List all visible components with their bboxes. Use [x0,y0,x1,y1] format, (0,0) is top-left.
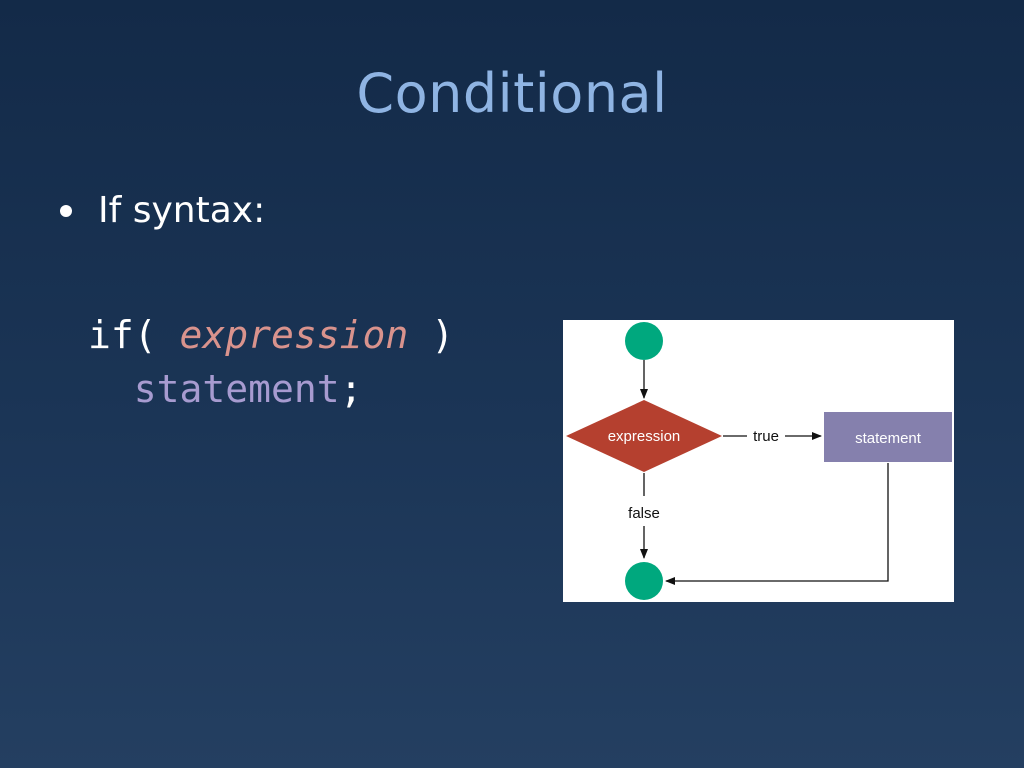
flowchart-svg: expression true statement false [566,322,952,600]
code-statement: statement [133,367,340,411]
false-label: false [628,505,660,522]
code-block: if( expression ) statement; [88,308,454,416]
end-node [625,562,663,600]
slide-title: Conditional [356,62,668,125]
decision-diamond [566,400,722,472]
flowchart: expression true statement false [563,320,954,602]
code-expression: expression [179,313,409,357]
code-if-keyword: if( [88,313,157,357]
decision-label: expression [608,428,681,445]
bullet-dot-icon [60,204,72,217]
code-semicolon: ; [339,367,363,411]
code-close-paren: ) [431,313,455,357]
bullet-item: If syntax: [60,190,265,231]
statement-to-end-arrow [665,463,889,585]
statement-label: statement [855,430,922,447]
true-label: true [753,428,779,445]
statement-box [824,412,952,462]
bullet-text: If syntax: [98,190,266,231]
start-node [625,322,663,360]
